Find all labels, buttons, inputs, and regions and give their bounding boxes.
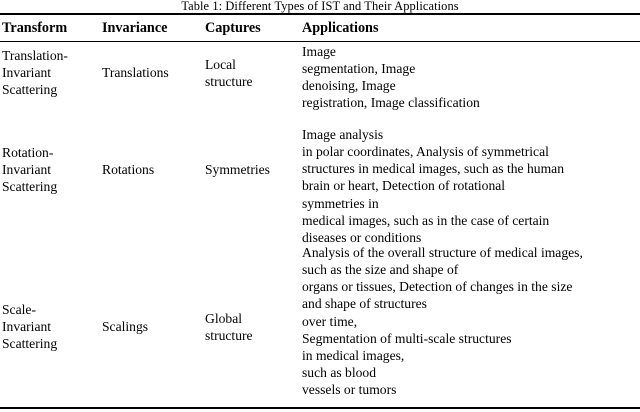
application-line: and shape of structures bbox=[302, 296, 427, 312]
application-line: organs or tissues, Detection of changes … bbox=[302, 279, 573, 295]
column-header-invariance: Invariance bbox=[102, 20, 168, 36]
application-line: structures in medical images, such as th… bbox=[302, 161, 564, 177]
table-row: Scale- Invariant Scattering Scalings Glo… bbox=[0, 244, 640, 407]
cell-transform: Scale- Invariant Scattering bbox=[2, 302, 58, 352]
table-top-rule bbox=[0, 13, 640, 16]
cell-invariance: Translations bbox=[102, 65, 169, 80]
application-line: such as the size and shape of bbox=[302, 262, 459, 278]
table-body: Translation- Invariant Scattering Transl… bbox=[0, 42, 640, 407]
application-line: symmetries in bbox=[302, 195, 379, 211]
application-line: over time, bbox=[302, 313, 358, 329]
application-line: in medical images, bbox=[302, 347, 405, 363]
application-line: vessels or tumors bbox=[302, 382, 397, 398]
cell-applications: Image analysis in polar coordinates, Ana… bbox=[302, 126, 640, 246]
table-row: Rotation- Invariant Scattering Rotations… bbox=[0, 126, 640, 246]
cell-captures: Symmetries bbox=[205, 162, 270, 177]
table-header-rule bbox=[0, 41, 640, 43]
cell-applications: Image segmentation, Image denoising, Ima… bbox=[302, 43, 640, 112]
cell-captures: Local structure bbox=[205, 57, 253, 90]
cell-captures: Global structure bbox=[205, 311, 253, 344]
cell-applications: Analysis of the overall structure of med… bbox=[302, 244, 640, 398]
cell-invariance: Scalings bbox=[102, 319, 149, 334]
application-line: registration, Image classification bbox=[302, 95, 480, 111]
column-header-applications: Applications bbox=[302, 20, 379, 36]
column-header-transform: Transform bbox=[2, 20, 68, 36]
application-line: segmentation, Image bbox=[302, 61, 416, 77]
cell-transform: Rotation- Invariant Scattering bbox=[2, 145, 58, 195]
application-line: Analysis of the overall structure of med… bbox=[302, 245, 583, 260]
application-line: Segmentation of multi-scale structures bbox=[302, 330, 512, 346]
application-line: Image analysis bbox=[302, 127, 384, 142]
table-caption: Table 1: Different Types of IST and Thei… bbox=[181, 0, 459, 13]
cell-transform: Translation- Invariant Scattering bbox=[2, 48, 68, 98]
application-line: denoising, Image bbox=[302, 78, 396, 94]
application-line: brain or heart, Detection of rotational bbox=[302, 178, 506, 194]
table-bottom-rule bbox=[0, 407, 640, 410]
application-line: medical images, such as in the case of c… bbox=[302, 212, 550, 228]
table-header-row: Transform Invariance Captures Applicatio… bbox=[0, 18, 640, 40]
application-line: Image bbox=[302, 44, 336, 59]
cell-invariance: Rotations bbox=[102, 162, 155, 177]
column-header-captures: Captures bbox=[205, 20, 261, 36]
table-row: Translation- Invariant Scattering Transl… bbox=[0, 42, 640, 126]
application-line: in polar coordinates, Analysis of symmet… bbox=[302, 144, 549, 160]
application-line: diseases or conditions bbox=[302, 229, 422, 245]
application-line: such as blood bbox=[302, 364, 377, 380]
